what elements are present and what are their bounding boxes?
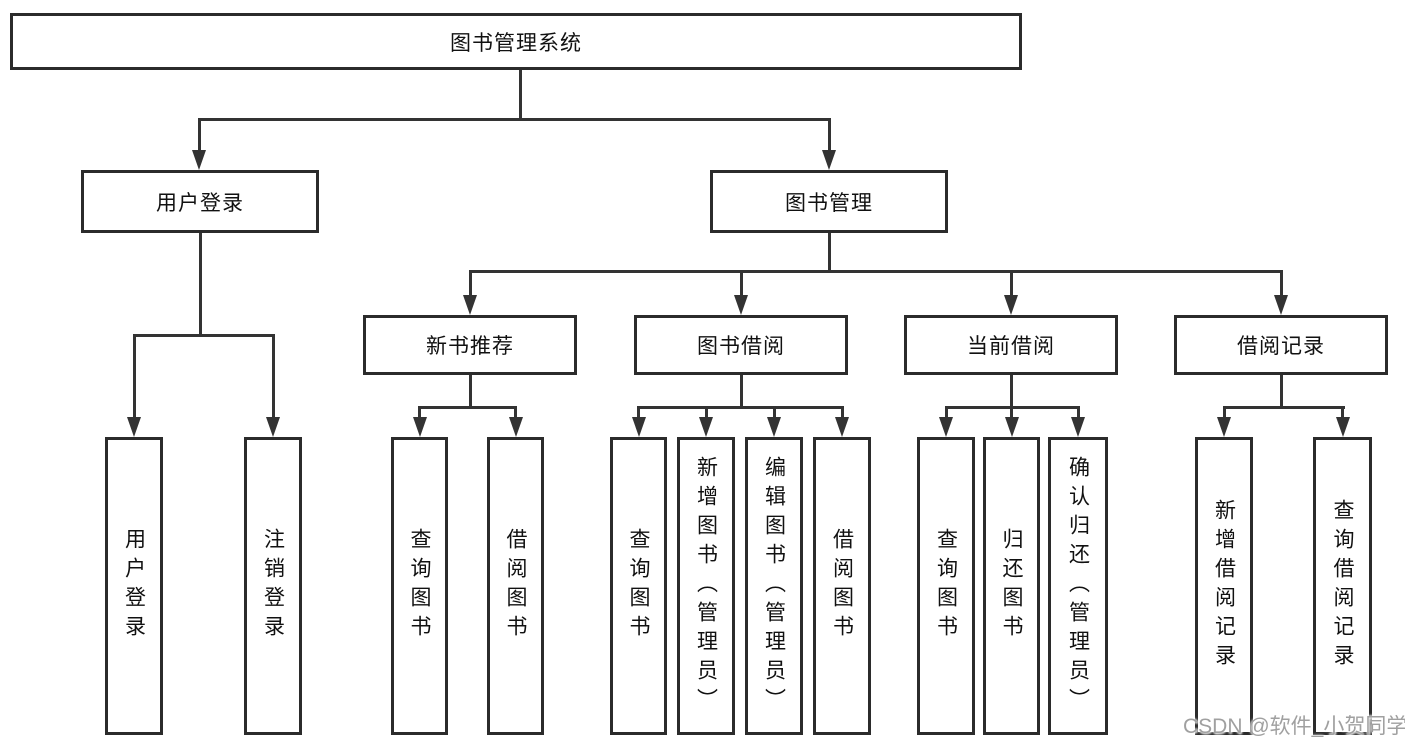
connector-recommend-branch-1 xyxy=(418,406,421,423)
node-book-borrow-label: 图书借阅 xyxy=(697,335,785,358)
arrow-down-icon xyxy=(699,417,713,437)
arrow-down-icon xyxy=(1004,417,1019,437)
connector-records-branch-1 xyxy=(1222,406,1226,423)
node-current-borrow-label: 当前借阅 xyxy=(967,335,1055,358)
leaf-br-query-record-label: 查询借阅记录 xyxy=(1331,499,1355,673)
leaf-br-query-record: 查询借阅记录 xyxy=(1313,437,1372,735)
arrow-down-icon xyxy=(1004,295,1018,315)
arrow-down-icon xyxy=(631,417,646,437)
leaf-cb-return-book-label: 归还图书 xyxy=(1000,528,1024,644)
leaf-recommend-query-book-label: 查询图书 xyxy=(408,528,432,644)
arrow-down-icon xyxy=(822,150,836,170)
arrow-down-icon xyxy=(266,417,280,437)
arrow-down-icon xyxy=(835,417,849,437)
leaf-bb-add-book-admin-label: 新增图书（管理员） xyxy=(694,455,718,717)
leaf-logout: 注销登录 xyxy=(244,437,302,735)
node-new-book-recommend-label: 新书推荐 xyxy=(426,335,514,358)
leaf-cb-query-book: 查询图书 xyxy=(917,437,975,735)
node-current-borrow: 当前借阅 xyxy=(904,315,1118,375)
connector-mgmt-branch-3 xyxy=(1009,270,1013,298)
connector-borrow-branch-1 xyxy=(637,406,640,423)
arrow-down-icon xyxy=(1274,295,1288,315)
csdn-watermark: CSDN @软件_小贺同学 xyxy=(1183,715,1405,738)
node-borrow-records: 借阅记录 xyxy=(1174,315,1388,375)
leaf-cb-query-book-label: 查询图书 xyxy=(934,528,958,644)
leaf-bb-edit-book-admin-label: 编辑图书（管理员） xyxy=(762,455,786,717)
leaf-cb-confirm-return-admin-label: 确认归还（管理员） xyxy=(1066,455,1090,717)
connector-login-branch-1 xyxy=(132,334,136,419)
connector-mgmt-branch-1 xyxy=(468,270,472,298)
leaf-bb-query-book: 查询图书 xyxy=(610,437,667,735)
arrow-down-icon xyxy=(127,417,141,437)
connector-records-stem xyxy=(1279,373,1283,409)
leaf-cb-return-book: 归还图书 xyxy=(983,437,1040,735)
connector-borrow-stem xyxy=(739,373,743,409)
connector-login-stem xyxy=(198,231,202,337)
node-book-borrow: 图书借阅 xyxy=(634,315,848,375)
connector-login-bar xyxy=(132,334,275,337)
leaf-bb-borrow-book: 借阅图书 xyxy=(813,437,871,735)
connector-records-bar xyxy=(1222,406,1345,409)
leaf-recommend-borrow-book-label: 借阅图书 xyxy=(504,528,528,644)
arrow-down-icon xyxy=(1071,417,1085,437)
connector-root-stem xyxy=(518,68,522,121)
leaf-user-login-label: 用户登录 xyxy=(122,528,146,644)
node-new-book-recommend: 新书推荐 xyxy=(363,315,577,375)
connector-login-branch-2 xyxy=(271,334,275,419)
arrow-down-icon xyxy=(412,417,427,437)
leaf-bb-add-book-admin: 新增图书（管理员） xyxy=(677,437,735,735)
connector-mgmt-branch-4 xyxy=(1279,270,1283,298)
connector-borrow-branch-2 xyxy=(704,406,708,423)
connector-root-branch-mgmt xyxy=(827,118,831,152)
connector-borrow-bar xyxy=(637,406,844,409)
connector-mgmt-branch-2 xyxy=(739,270,743,298)
leaf-cb-confirm-return-admin: 确认归还（管理员） xyxy=(1048,437,1108,735)
arrow-down-icon xyxy=(192,150,206,170)
connector-mgmt-bar xyxy=(468,270,1283,273)
connector-recommend-branch-2 xyxy=(514,406,517,423)
connector-current-branch-3 xyxy=(1076,406,1080,423)
leaf-bb-edit-book-admin: 编辑图书（管理员） xyxy=(745,437,803,735)
connector-current-branch-1 xyxy=(944,406,948,423)
connector-recommend-bar xyxy=(418,406,517,409)
connector-root-branch-login xyxy=(197,118,201,152)
node-system-label: 图书管理系统 xyxy=(450,31,582,55)
node-system: 图书管理系统 xyxy=(10,13,1022,70)
arrow-down-icon xyxy=(939,417,953,437)
arrow-down-icon xyxy=(767,417,781,437)
connector-mgmt-stem xyxy=(827,231,831,273)
node-book-mgmt: 图书管理 xyxy=(710,170,948,233)
node-login: 用户登录 xyxy=(81,170,319,233)
arrow-down-icon xyxy=(1335,417,1350,437)
connector-borrow-branch-3 xyxy=(772,406,776,423)
arrow-down-icon xyxy=(734,295,748,315)
node-login-label: 用户登录 xyxy=(156,191,244,215)
leaf-br-add-record: 新增借阅记录 xyxy=(1195,437,1253,735)
connector-recommend-stem xyxy=(468,373,472,409)
leaf-recommend-borrow-book: 借阅图书 xyxy=(487,437,544,735)
connector-borrow-branch-4 xyxy=(840,406,844,423)
arrow-down-icon xyxy=(1217,417,1231,437)
connector-root-bar xyxy=(197,118,831,121)
arrow-down-icon xyxy=(508,417,523,437)
connector-records-branch-2 xyxy=(1341,406,1344,423)
connector-current-branch-2 xyxy=(1010,406,1013,423)
leaf-recommend-query-book: 查询图书 xyxy=(391,437,448,735)
node-book-mgmt-label: 图书管理 xyxy=(785,191,873,215)
leaf-bb-borrow-book-label: 借阅图书 xyxy=(830,528,854,644)
node-borrow-records-label: 借阅记录 xyxy=(1237,335,1325,358)
leaf-logout-label: 注销登录 xyxy=(261,528,285,644)
leaf-br-add-record-label: 新增借阅记录 xyxy=(1212,499,1236,673)
leaf-bb-query-book-label: 查询图书 xyxy=(627,528,651,644)
connector-current-stem xyxy=(1009,373,1013,409)
leaf-user-login: 用户登录 xyxy=(105,437,163,735)
arrow-down-icon xyxy=(463,295,477,315)
